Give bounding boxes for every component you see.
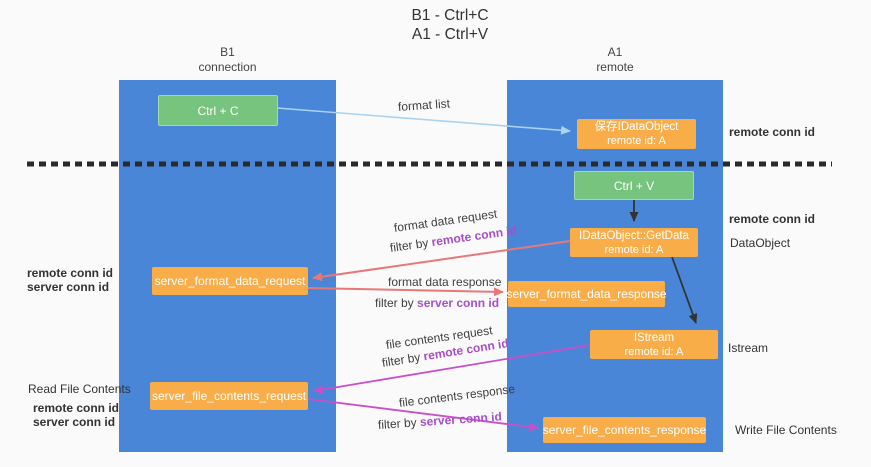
server-file-contents-request-label: server_file_contents_request [151,389,307,403]
istream-line1: IStream [633,331,675,344]
arrow-format-data-request [312,240,571,282]
server-format-data-response-label: server_format_data_response [506,287,667,301]
filter-key-server-conn-id: server conn id [417,296,500,310]
dataobject-label: DataObject [730,236,791,250]
arrow-label-filter-format-response: filter by server conn id [375,296,499,310]
save-idataobject-line1: 保存IDataObject [594,121,679,133]
left-column-role: connection [198,60,257,74]
node-server-format-data-request: server_format_data_request [152,267,308,295]
left-column-name: B1 [220,45,235,59]
getdata-line2: remote id: A [604,243,664,256]
title-line-1: B1 - Ctrl+C [411,7,489,24]
write-file-contents-label: Write File Contents [735,423,837,437]
node-server-file-contents-response: server_file_contents_response [543,417,706,443]
diagram-title: B1 - Ctrl+C A1 - Ctrl+V [60,6,840,44]
right-column-name: A1 [607,45,623,59]
arrow-getdata-to-istream [671,256,698,324]
save-idataobject-line2: remote id: A [607,135,666,147]
server-format-data-request-label: server_format_data_request [154,274,306,288]
ctrl-v-label: Ctrl + V [613,178,655,193]
node-server-file-contents-request: server_file_contents_request [150,382,308,410]
node-server-format-data-response: server_format_data_response [506,281,667,307]
server-file-contents-response-label: server_file_contents_response [542,423,707,437]
filter-by-text: filter by [377,415,421,432]
left-file-remote-conn-id: remote conn id [33,401,120,415]
left-format-remote-conn-id: remote conn id [27,266,114,280]
arrow-format-list [276,107,571,135]
node-save-idataobject: 保存IDataObject remote id: A [577,119,696,149]
left-format-server-conn-id: server conn id [27,280,110,294]
right-top-remote-conn-id: remote conn id [729,125,816,139]
arrow-file-contents-response [307,398,539,432]
filter-by-text: filter by [375,296,418,310]
right-column-role: remote [596,60,634,74]
left-column-header: B1 connection [119,45,336,75]
getdata-line1: IDataObject::GetData [579,229,689,242]
right-mid-remote-conn-id: remote conn id [729,212,816,226]
node-idataobject-getdata: IDataObject::GetData remote id: A [570,228,698,257]
istream-side-label: Istream [728,341,769,355]
ctrl-c-label: Ctrl + C [197,103,239,118]
arrow-label-format-data-response: format data response [388,275,502,289]
node-istream: IStream remote id: A [590,330,718,359]
node-ctrl-c: Ctrl + C [158,95,278,126]
read-file-contents-label: Read File Contents [28,382,131,396]
arrow-format-data-response [307,287,504,297]
arrow-file-contents-request [313,344,591,394]
istream-line2: remote id: A [624,345,684,358]
right-column-header: A1 remote [507,45,723,75]
left-file-server-conn-id: server conn id [33,415,116,429]
title-line-2: A1 - Ctrl+V [411,26,489,43]
node-ctrl-v: Ctrl + V [574,171,694,200]
